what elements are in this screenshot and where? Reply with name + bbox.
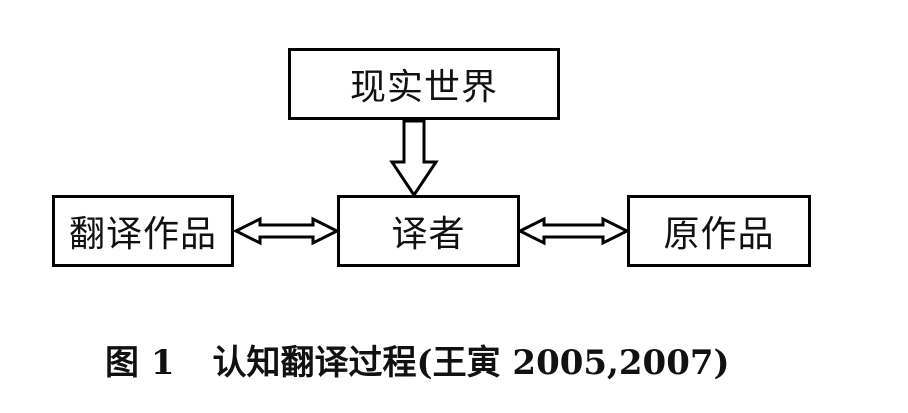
node-translated-work-label: 翻译作品 — [68, 214, 217, 255]
node-translated-work: 翻译作品 — [52, 195, 234, 267]
figure-caption-text: 认知翻译过程(王寅 2005,2007) — [212, 342, 730, 383]
figure-label: 图 1 — [105, 342, 175, 383]
node-original-work-label: 原作品 — [663, 214, 775, 255]
node-real-world-label: 现实世界 — [349, 67, 498, 108]
arrow-translated-work-translator — [232, 216, 341, 246]
node-original-work: 原作品 — [627, 195, 811, 267]
arrow-translator-original-work — [516, 216, 631, 246]
node-real-world: 现实世界 — [288, 48, 560, 120]
arrow-real-to-translator — [389, 119, 439, 198]
node-translator: 译者 — [337, 195, 520, 267]
node-translator-label: 译者 — [391, 214, 466, 255]
figure-caption: 图 1 认知翻译过程(王寅 2005,2007) — [105, 336, 805, 383]
